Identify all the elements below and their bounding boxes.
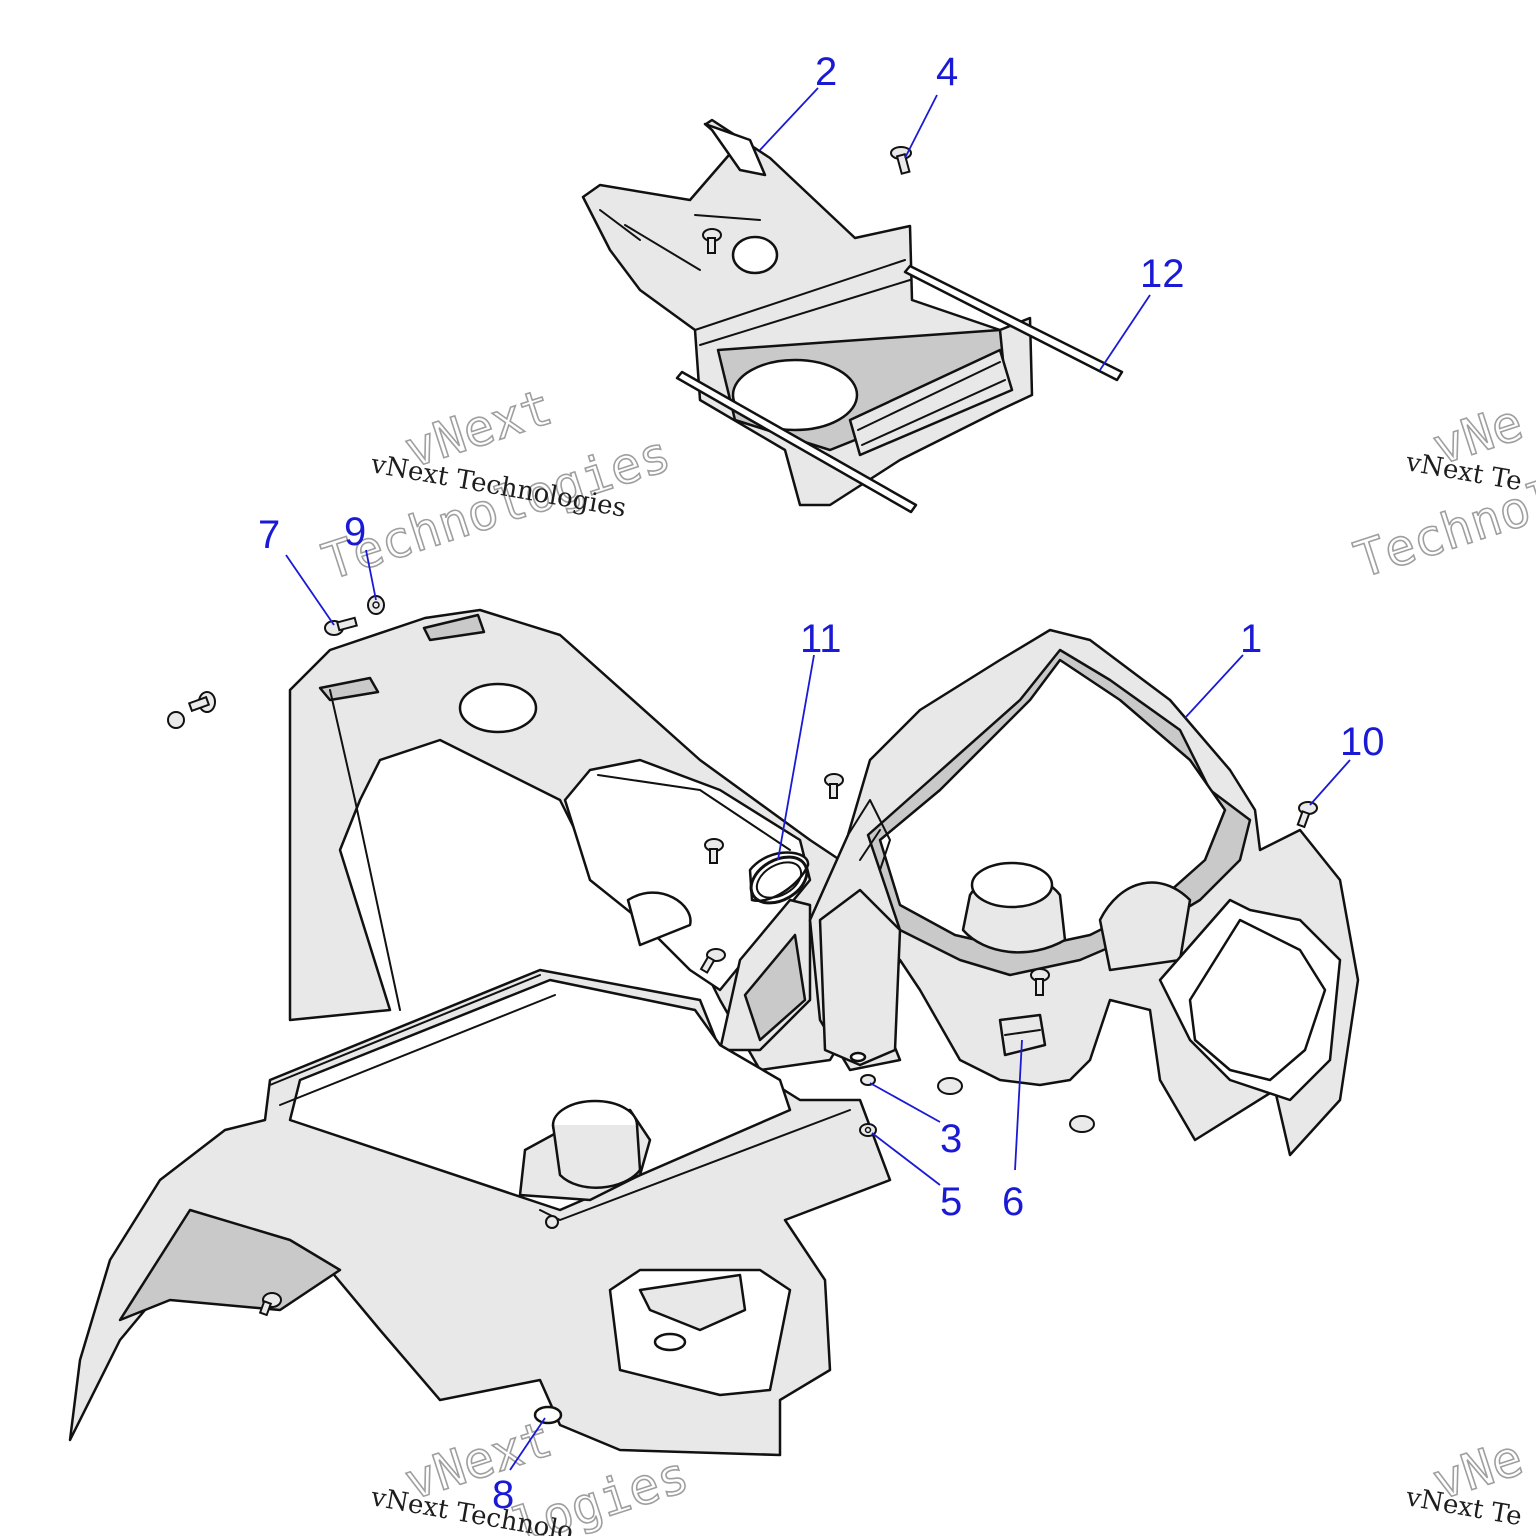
- push-rivet-b-part: [704, 838, 724, 864]
- fasteners-group: [167, 595, 1318, 1317]
- leader-4: [904, 94, 938, 159]
- leader-11: [777, 654, 815, 861]
- callout-7: 7: [258, 513, 280, 557]
- push-rivet-c-part: [699, 948, 726, 974]
- callout-4: 4: [936, 50, 958, 94]
- screw-7-part: [324, 616, 358, 636]
- leader-1: [1184, 654, 1244, 719]
- storage-tray-part: [581, 118, 1034, 507]
- storage-box-right-part: [808, 628, 1360, 1157]
- screw-left-part: [167, 691, 216, 729]
- push-rivet-10-part: [1296, 801, 1318, 829]
- leader-5: [871, 1132, 941, 1186]
- screw-bottom-part: [258, 1292, 282, 1317]
- leader-2: [759, 87, 819, 151]
- watermark-bottom: vNext logies vNext Technolo vNe vNext Te: [368, 1409, 1531, 1536]
- callout-12: 12: [1140, 252, 1185, 296]
- leader-10: [1309, 759, 1351, 806]
- callout-3: 3: [940, 1117, 962, 1161]
- callout-2: 2: [815, 50, 837, 94]
- leader-3: [869, 1082, 941, 1123]
- leader-9: [365, 549, 377, 601]
- clip-ring-part: [749, 855, 809, 905]
- leader-7: [285, 554, 335, 626]
- leader-lines: [285, 87, 1351, 1471]
- rear-fender-left-part: [288, 608, 882, 1072]
- leader-12: [1099, 294, 1151, 371]
- leader-6: [1014, 1039, 1023, 1171]
- callout-11: 11: [800, 617, 842, 661]
- callout-9: 9: [344, 510, 366, 554]
- grommet-part: [937, 1077, 1095, 1133]
- rear-body-left-part: [68, 968, 892, 1457]
- watermark-top: vNext Technologies vNext Technologies: [315, 377, 678, 592]
- callout-6: 6: [1002, 1180, 1024, 1224]
- push-rivet-d-part: [1030, 968, 1050, 996]
- callout-10: 10: [1340, 720, 1385, 764]
- leader-8: [509, 1417, 546, 1471]
- callout-labels: 1 2 3 4 5 6 7 8 9 10 11 12: [258, 50, 1385, 1517]
- callout-1: 1: [1240, 617, 1262, 661]
- callout-5: 5: [940, 1180, 962, 1224]
- rod-part: [675, 264, 1124, 514]
- watermark-right: vNe Technol vNext Te: [1347, 393, 1536, 591]
- washer-3-part: [860, 1074, 876, 1086]
- push-rivet-a-part: [824, 773, 844, 799]
- screw-tray-part: [702, 228, 722, 254]
- callout-8: 8: [492, 1473, 514, 1517]
